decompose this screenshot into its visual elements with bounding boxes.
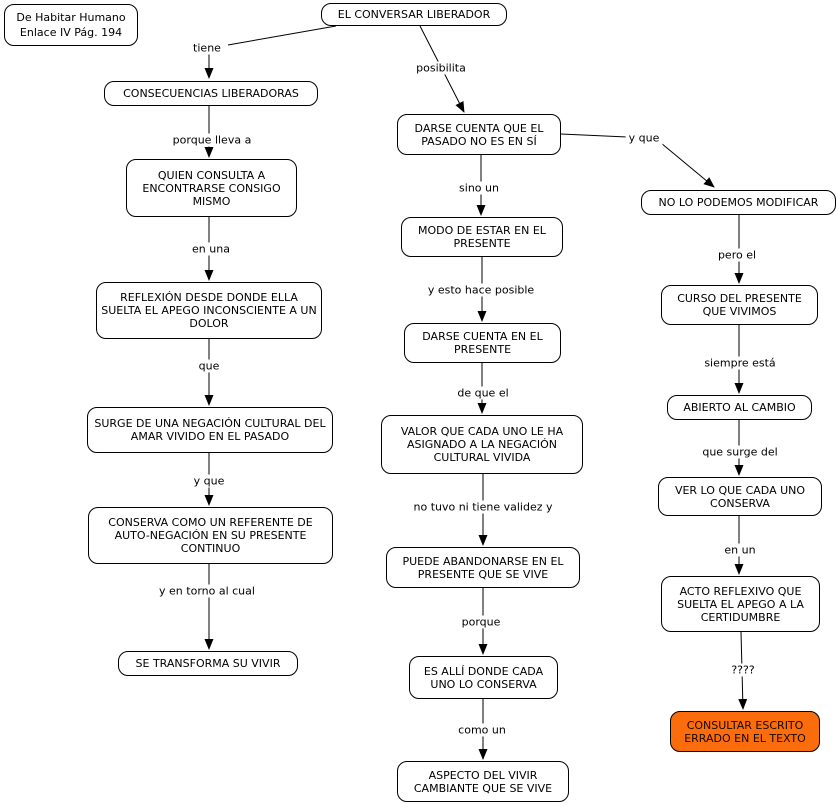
node-modo-de-estar[interactable]: MODO DE ESTAR EN EL PRESENTE	[401, 217, 563, 257]
link-label-tiene: tiene	[190, 41, 224, 55]
node-no-lo-podemos-modificar[interactable]: NO LO PODEMOS MODIFICAR	[641, 190, 836, 215]
node-el-conversar-liberador[interactable]: EL CONVERSAR LIBERADOR	[321, 3, 507, 26]
node-darse-cuenta-presente[interactable]: DARSE CUENTA EN EL PRESENTE	[404, 323, 561, 363]
link-label-que-surge-del: que surge del	[699, 445, 781, 459]
node-puede-abandonarse[interactable]: PUEDE ABANDONARSE EN EL PRESENTE QUE SE …	[386, 547, 580, 588]
link-label-en-una: en una	[189, 242, 233, 256]
source-reference-box: De Habitar Humano Enlace IV Pág. 194	[4, 4, 138, 46]
node-consultar-escrito-errado[interactable]: CONSULTAR ESCRITO ERRADO EN EL TEXTO	[670, 711, 820, 752]
link-label-no-tuvo-validez: no tuvo ni tiene validez y	[410, 500, 556, 514]
link-label-siempre-esta: siempre está	[701, 356, 779, 370]
node-aspecto-del-vivir[interactable]: ASPECTO DEL VIVIR CAMBIANTE QUE SE VIVE	[397, 761, 569, 802]
link-label-sino-un: sino un	[456, 181, 502, 195]
node-surge-negacion-cultural[interactable]: SURGE DE UNA NEGACIÓN CULTURAL DEL AMAR …	[87, 407, 333, 453]
link-label-y-esto-hace-posible: y esto hace posible	[424, 283, 538, 297]
link-label-pero-el: pero el	[714, 248, 760, 262]
link-label-posibilita: posibilita	[413, 61, 469, 75]
link-label-de-que-el: de que el	[454, 386, 512, 400]
node-abierto-al-cambio[interactable]: ABIERTO AL CAMBIO	[667, 395, 812, 420]
node-se-transforma-su-vivir[interactable]: SE TRANSFORMA SU VIVIR	[118, 651, 298, 676]
link-label-interrogantes: ????	[728, 663, 758, 677]
node-curso-del-presente[interactable]: CURSO DEL PRESENTE QUE VIVIMOS	[661, 285, 818, 325]
link-label-y-que-right: y que	[625, 131, 663, 145]
node-consecuencias-liberadoras[interactable]: CONSECUENCIAS LIBERADORAS	[104, 81, 318, 106]
link-label-en-un: en un	[721, 543, 759, 557]
link-label-como-un: como un	[455, 723, 509, 737]
node-conserva-referente[interactable]: CONSERVA COMO UN REFERENTE DE AUTO-NEGAC…	[88, 507, 333, 564]
node-ver-lo-que-conserva[interactable]: VER LO QUE CADA UNO CONSERVA	[658, 477, 822, 516]
link-label-y-que-left: y que	[190, 474, 228, 488]
node-es-alli-donde-conserva[interactable]: ES ALLÍ DONDE CADA UNO LO CONSERVA	[409, 656, 558, 699]
link-label-porque: porque	[458, 615, 504, 629]
link-label-y-en-torno-al-cual: y en torno al cual	[156, 584, 258, 598]
node-valor-asignado[interactable]: VALOR QUE CADA UNO LE HA ASIGNADO A LA N…	[381, 415, 583, 474]
source-reference-line1: De Habitar Humano	[16, 11, 126, 24]
node-acto-reflexivo[interactable]: ACTO REFLEXIVO QUE SUELTA EL APEGO A LA …	[661, 576, 820, 632]
node-quien-consulta[interactable]: QUIEN CONSULTA A ENCONTRARSE CONSIGO MIS…	[126, 159, 297, 217]
node-darse-cuenta-pasado[interactable]: DARSE CUENTA QUE EL PASADO NO ES EN SÍ	[397, 114, 561, 155]
source-reference-line2: Enlace IV Pág. 194	[19, 26, 123, 39]
link-label-porque-lleva-a: porque lleva a	[169, 133, 255, 147]
node-reflexion-suelta-apego[interactable]: REFLEXIÓN DESDE DONDE ELLA SUELTA EL APE…	[96, 282, 322, 339]
link-label-que: que	[195, 359, 223, 373]
